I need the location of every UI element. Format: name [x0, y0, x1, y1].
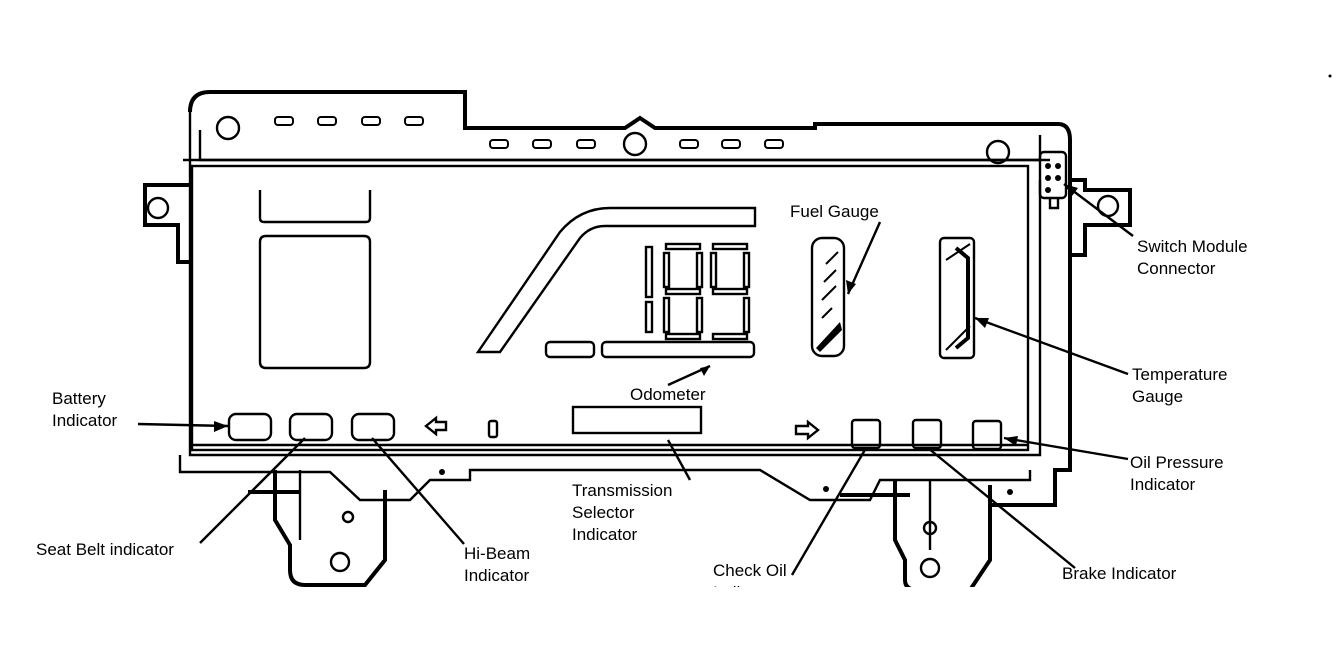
leader-lines	[137, 183, 1134, 576]
oil-pressure-lamp	[971, 419, 1003, 451]
right-turn-arrow	[794, 419, 820, 441]
digit-display	[644, 242, 751, 341]
transmission-selector-display	[571, 405, 703, 435]
brake-lamp	[911, 418, 943, 450]
indicator-lamps	[227, 405, 1003, 451]
callout-labels: Fuel Gauge Switch Module Connector Tempe…	[36, 202, 1252, 602]
left-turn-arrow	[424, 415, 448, 437]
bar-graph-arc	[475, 206, 757, 354]
label-transmission-selector-indicator: Transmission Selector Indicator	[572, 481, 677, 544]
label-brake-indicator: Brake Indicator	[1062, 564, 1177, 583]
hi-beam-lamp	[350, 412, 396, 442]
label-hi-beam-indicator: Hi-Beam Indicator	[464, 544, 535, 585]
odometer-display	[544, 340, 756, 359]
lower-bracket-left	[248, 470, 387, 587]
label-fuel-gauge: Fuel Gauge	[790, 202, 879, 221]
label-temperature-gauge: Temperature Gauge	[1132, 365, 1232, 406]
fuel-gauge-display	[810, 236, 846, 358]
label-odometer: Odometer	[630, 385, 706, 404]
label-battery-indicator: Battery Indicator	[52, 389, 118, 430]
top-slots	[274, 116, 784, 149]
seat-belt-lamp	[288, 412, 334, 442]
label-oil-pressure-indicator: Oil Pressure Indicator	[1130, 453, 1228, 494]
battery-lamp	[227, 412, 273, 442]
switch-module-connector	[1038, 150, 1068, 210]
label-switch-module-connector: Switch Module Connector	[1137, 237, 1252, 278]
cluster-housing	[143, 90, 1132, 507]
temperature-gauge-display	[938, 236, 976, 360]
left-segment-block	[258, 190, 372, 370]
label-seat-belt-indicator: Seat Belt indicator	[36, 540, 174, 559]
